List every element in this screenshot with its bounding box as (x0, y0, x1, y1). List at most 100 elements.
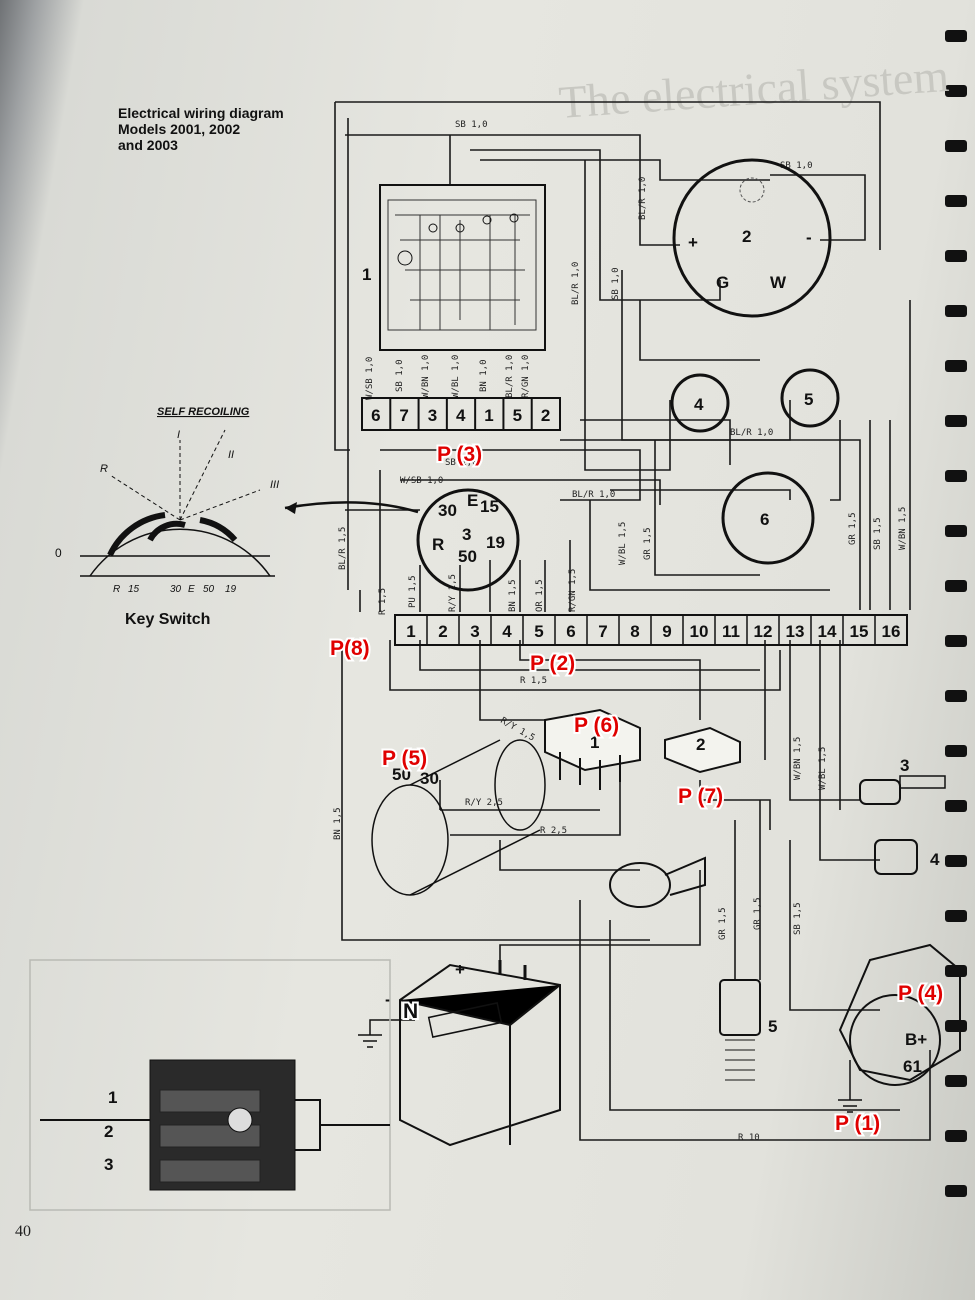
alternator-minus-terminal: - (806, 228, 812, 247)
binding-ring (945, 635, 967, 647)
starter-terminal-50: 50 (392, 765, 411, 784)
strip-terminal: 2 (438, 622, 447, 641)
switch-panel-number: 1 (108, 1088, 117, 1107)
wire-label: BL/R 1,0 (505, 355, 515, 398)
binding-ring (945, 30, 967, 42)
wire-label: SB 1,5 (793, 902, 803, 935)
title-line-3: and 2003 (118, 137, 178, 153)
strip-terminal: 3 (470, 622, 479, 641)
binding-ring (945, 1130, 967, 1142)
sender-5: 5 (719, 979, 777, 1081)
wire-label: BN 1,5 (508, 579, 518, 612)
binding-ring (945, 140, 967, 152)
wire-label: BN 1,0 (479, 359, 489, 392)
starter-relay: 1 (544, 708, 641, 790)
wire-label: BL/R 1,0 (572, 490, 615, 500)
switch-panel-detail: 1 2 3 (29, 959, 391, 1211)
alternator-plus-terminal: + (688, 233, 698, 252)
pressure-switch (609, 856, 706, 908)
battery: + - (358, 960, 561, 1147)
strip-terminal: 7 (598, 622, 607, 641)
wire-label: BL/R 1,0 (571, 262, 581, 305)
gauge-5-number: 5 (804, 390, 813, 409)
relay-number: 1 (590, 733, 599, 752)
wire-label: BL/R 1,0 (638, 177, 648, 220)
binding-ring (945, 580, 967, 592)
strip-terminal: 8 (630, 622, 639, 641)
sender-5-number: 5 (768, 1017, 777, 1036)
scale-r: R (113, 584, 120, 595)
binding-ring (945, 690, 967, 702)
key-switch-body: 30 E 15 3 R 50 19 (284, 488, 520, 592)
wire-label: PU 1,5 (408, 575, 418, 608)
position-i: I (177, 429, 180, 441)
battery-minus: - (385, 990, 391, 1009)
wire-label: GR 1,5 (753, 897, 763, 930)
strip-terminal: 12 (754, 622, 773, 641)
wire-label: BL/R 1,5 (338, 527, 348, 570)
gauge-6: 6 (721, 471, 815, 565)
annotation-p2: P (2) (530, 652, 575, 675)
strip-terminal: 15 (850, 622, 869, 641)
binding-ring (945, 305, 967, 317)
switch-terminal-e: E (467, 491, 478, 510)
wire-label: SB 1,0 (445, 458, 478, 468)
annotation-p5: P (5) (382, 747, 427, 770)
switch-panel-number: 3 (104, 1155, 113, 1174)
strip-terminal: 10 (690, 622, 709, 641)
strip-terminal: 1 (406, 622, 415, 641)
wire-label: W/BL 1,5 (818, 747, 828, 790)
position-r: R (100, 463, 108, 475)
annotation-p3: P (3) (437, 443, 482, 466)
alternator-g-terminal: G (716, 273, 729, 292)
annotation-n: N (403, 1000, 418, 1023)
binding-ring (945, 910, 967, 922)
gauge-5: 5 (780, 368, 840, 428)
key-position-diagram: SELF RECOILING 0 R I II III R 15 30 E 50… (55, 406, 279, 628)
key-switch-label: Key Switch (125, 611, 210, 628)
wire-label: R/GN 1,0 (521, 355, 531, 398)
binding-ring (945, 85, 967, 97)
binding-ring (945, 360, 967, 372)
wire-label: W/SB 1,0 (400, 476, 443, 486)
strip-terminal: 13 (786, 622, 805, 641)
binding-ring (945, 525, 967, 537)
wire-label: R 1,5 (520, 676, 547, 686)
binding-ring (945, 415, 967, 427)
binding-ring (945, 965, 967, 977)
scale-19: 19 (225, 584, 237, 595)
binding-ring (945, 745, 967, 757)
wire-label: SB 1,5 (873, 517, 883, 550)
wire-label: R/GN 1,5 (568, 569, 578, 612)
scale-e: E (188, 584, 195, 595)
alternator-61: 61 (903, 1057, 922, 1076)
fuse-number: 2 (696, 735, 705, 754)
strip-terminal: 16 (882, 622, 901, 641)
regulator-terminal: 5 (513, 406, 522, 425)
wire-label: BL/R 1,0 (730, 428, 773, 438)
wire-label: W/BN 1,5 (898, 507, 908, 550)
strip-terminal: 14 (818, 622, 837, 641)
switch-terminal-19: 19 (486, 533, 505, 552)
wire-label: SB 1,0 (455, 120, 488, 130)
wire-label: SB 1,0 (780, 161, 813, 171)
fuse: 2 (664, 726, 741, 774)
binding-ring (945, 800, 967, 812)
wire-label: W/SB 1,0 (365, 357, 375, 400)
background-heading: The electrical system (557, 50, 951, 128)
gauge-4-number: 4 (694, 395, 704, 414)
self-recoiling-label: SELF RECOILING (157, 406, 250, 418)
regulator-terminal: 6 (371, 406, 380, 425)
switch-terminal-30: 30 (438, 501, 457, 520)
annotation-p4: P (4) (898, 982, 943, 1005)
binding-ring (945, 195, 967, 207)
starter-motor: 50 30 (371, 739, 546, 896)
alternator: 2 + - G W (672, 158, 832, 318)
switch-terminal-r: R (432, 535, 444, 554)
gauge-4: 4 (670, 373, 730, 433)
regulator-terminal: 3 (428, 406, 437, 425)
regulator-terminal: 1 (484, 406, 493, 425)
regulator-terminal: 7 (399, 406, 408, 425)
page-number: 40 (15, 1223, 31, 1240)
